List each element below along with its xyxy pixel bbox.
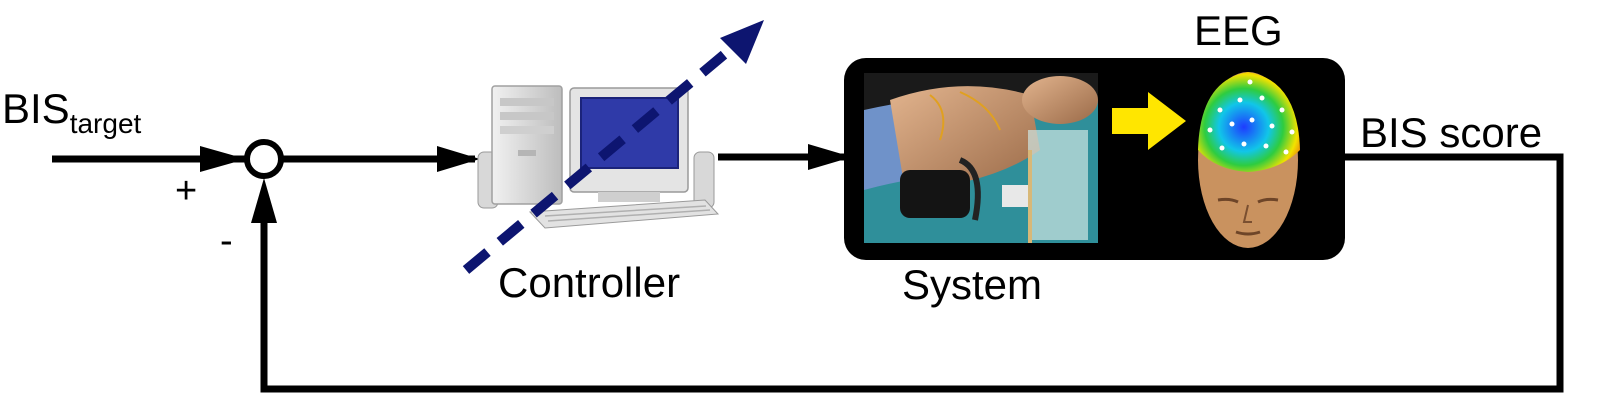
input-label-sub: target bbox=[69, 108, 142, 139]
feedback-arrowhead bbox=[251, 178, 277, 223]
eeg-head-map-icon bbox=[1198, 72, 1300, 248]
desktop-computer-icon bbox=[477, 85, 720, 229]
controller-arrowhead bbox=[437, 146, 480, 172]
input-label: BIStarget bbox=[2, 88, 141, 138]
output-label: BIS score bbox=[1360, 109, 1543, 156]
eeg-label: EEG bbox=[1194, 7, 1283, 54]
patient-mannequin-photo bbox=[864, 73, 1098, 243]
eeg-yellow-arrow bbox=[1112, 92, 1186, 150]
input-arrowhead bbox=[200, 146, 246, 172]
dashed-tuning-arrow bbox=[462, 39, 742, 274]
feedback-path bbox=[260, 153, 1564, 393]
system-arrowhead bbox=[808, 144, 852, 170]
summing-junction bbox=[244, 139, 284, 179]
dashed-arrowhead bbox=[720, 20, 764, 64]
system-label: System bbox=[902, 261, 1043, 308]
plus-sign: + bbox=[175, 170, 198, 212]
controller-label: Controller bbox=[498, 259, 681, 306]
input-label-main: BIS bbox=[2, 85, 70, 132]
minus-sign: - bbox=[220, 220, 233, 262]
